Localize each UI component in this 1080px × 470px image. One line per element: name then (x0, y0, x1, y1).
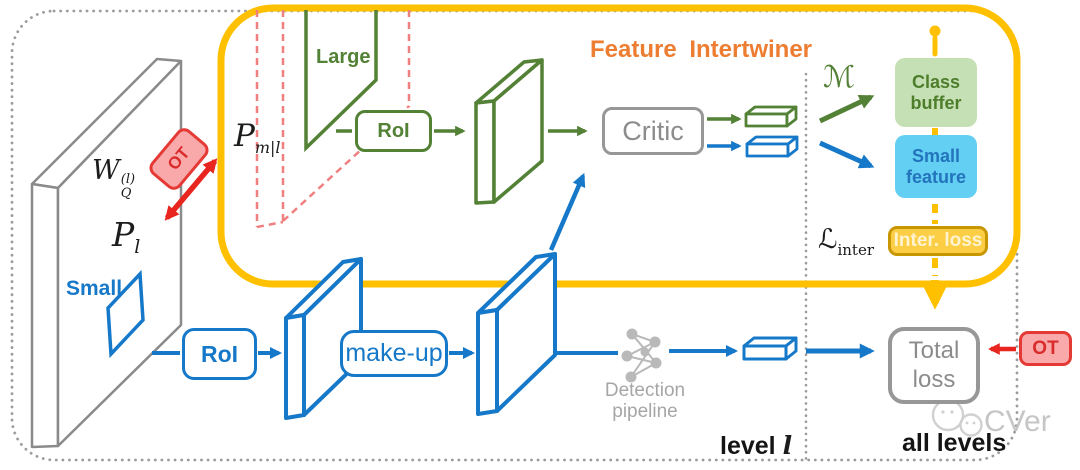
level-l-label: level l (720, 431, 793, 460)
class-buffer-label: Class buffer (910, 71, 962, 113)
large-feature-slab (474, 58, 544, 205)
small-feature-bar (745, 135, 799, 158)
weight-matrix-label: W(l)Q (92, 155, 136, 201)
inter-loss-symbol: ℒinter (818, 224, 874, 259)
ot-double-arrow (164, 158, 218, 221)
small-region-outline (106, 269, 145, 359)
upper-level-map-label: Pm|l (234, 118, 281, 157)
memory-symbol: ℳ (823, 60, 856, 95)
large-plane-dashed-outline (255, 10, 411, 229)
total-loss-box: Total loss (888, 327, 980, 404)
roi-box-large-label: RoI (377, 119, 410, 142)
level-feature-map-label: Pl (112, 215, 141, 258)
detection-output-bar (742, 336, 798, 361)
critic-box-label: Critic (622, 115, 684, 146)
large-region-label: Large (316, 46, 371, 68)
ot-badge-right-label: OT (1032, 337, 1059, 359)
critic-box: Critic (602, 107, 704, 155)
total-loss-label: Total loss (908, 336, 960, 393)
large-feature-bar (744, 105, 798, 128)
inter-loss-label: Inter. loss (893, 230, 983, 251)
small-feature-box: Small feature (895, 135, 977, 198)
roi-box-small: RoI (182, 328, 257, 380)
makeup-box: make-up (340, 330, 448, 377)
small-region-label: Small (66, 277, 123, 300)
buffer-loss-connector (923, 25, 947, 310)
detection-pipeline-label: Detection pipeline (604, 380, 686, 423)
ot-badge-right: OT (1019, 331, 1072, 366)
roi-feature-slab-2 (476, 252, 557, 416)
feature-map-plane (30, 57, 183, 449)
green-path-arrows (336, 113, 742, 137)
small-feature-label: Small feature (905, 145, 967, 187)
class-buffer-box: Class buffer (895, 58, 977, 127)
ot-badge-left-label: OT (163, 143, 194, 174)
inter-loss-box: Inter. loss (888, 226, 988, 256)
roi-box-small-label: RoI (200, 340, 239, 367)
roi-feature-slab-1 (284, 257, 363, 420)
large-region-outline (304, 10, 378, 153)
watermark-text: CVer (984, 405, 1051, 438)
roi-box-large: RoI (355, 110, 432, 152)
makeup-box-label: make-up (345, 339, 443, 367)
module-title: Feature Intertwiner (589, 36, 813, 63)
to-small-feature-arrow (818, 140, 875, 169)
detection-pipeline-icon (621, 328, 662, 383)
all-levels-label: all levels (902, 429, 1007, 457)
to-class-buffer-arrow (818, 94, 875, 124)
intertwiner-module-border (217, 4, 1021, 288)
